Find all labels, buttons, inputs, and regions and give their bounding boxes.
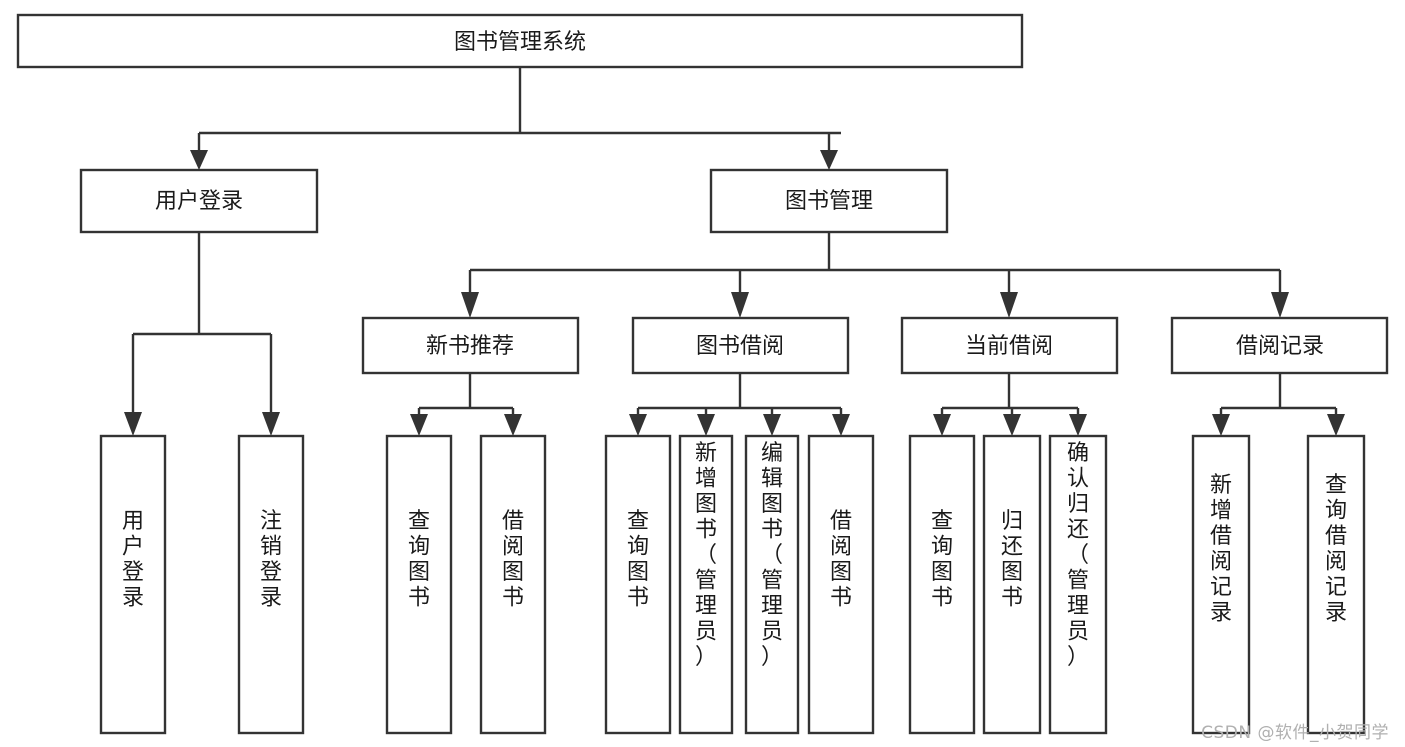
arrow-to-user-login <box>190 150 208 170</box>
node-current-borrow-label: 当前借阅 <box>965 334 1053 359</box>
node-book-borrow[interactable]: 图书借阅 <box>631 316 850 375</box>
arrow-to-leaf-query-book-1 <box>410 414 428 436</box>
node-book-borrow-label: 图书借阅 <box>696 334 784 359</box>
arrow-to-leaf-add-record <box>1212 414 1230 436</box>
node-new-book-rec-box[interactable] <box>361 316 580 375</box>
node-leaf-user-login-box[interactable] <box>99 434 167 735</box>
node-leaf-query-book-3-box[interactable] <box>908 434 976 735</box>
node-leaf-edit-book-box[interactable] <box>744 434 800 735</box>
node-user-login-label: 用户登录 <box>155 189 243 214</box>
node-leaf-borrow-book-1-label: 借阅图书 <box>502 509 524 611</box>
node-current-borrow[interactable]: 当前借阅 <box>900 316 1119 375</box>
connector-book-manage-trunk <box>468 232 1282 292</box>
arrow-to-leaf-add-book <box>697 414 715 436</box>
node-leaf-query-record[interactable]: 查询借阅记录 <box>1306 434 1366 735</box>
node-book-manage-box[interactable] <box>709 168 949 234</box>
connector-layer <box>124 67 1345 436</box>
arrow-to-leaf-logout <box>262 412 280 436</box>
arrow-to-borrow-record <box>1271 292 1289 318</box>
node-leaf-return-book[interactable]: 归还图书 <box>982 434 1042 735</box>
node-leaf-query-book-3-label: 查询图书 <box>931 509 953 611</box>
arrow-to-leaf-query-book-3 <box>933 414 951 436</box>
arrow-to-new-book-rec <box>461 292 479 318</box>
node-new-book-rec[interactable]: 新书推荐 <box>361 316 580 375</box>
node-leaf-query-book-1[interactable]: 查询图书 <box>385 434 453 735</box>
node-leaf-query-record-label: 查询借阅记录 <box>1325 473 1347 626</box>
connector-root-trunk <box>197 67 841 150</box>
node-leaf-add-book-label: 新增图书（管理员） <box>695 441 717 670</box>
connector-user-login-trunk <box>131 232 273 412</box>
node-leaf-confirm-return-label: 确认归还（管理员） <box>1067 441 1089 670</box>
node-leaf-add-book-box[interactable] <box>678 434 734 735</box>
arrow-to-leaf-edit-book <box>763 414 781 436</box>
node-leaf-edit-book-label: 编辑图书（管理员） <box>761 441 783 670</box>
node-leaf-logout-box[interactable] <box>237 434 305 735</box>
arrow-to-leaf-user-login <box>124 412 142 436</box>
connector-current-borrow-trunk <box>940 373 1080 414</box>
node-leaf-query-book-1-box[interactable] <box>385 434 453 735</box>
node-leaf-add-record-box[interactable] <box>1191 434 1251 735</box>
node-new-book-rec-label: 新书推荐 <box>426 334 514 359</box>
node-leaf-query-book-2-label: 查询图书 <box>627 509 649 611</box>
arrow-to-leaf-confirm-return <box>1069 414 1087 436</box>
node-root-box[interactable] <box>16 13 1024 69</box>
node-leaf-edit-book[interactable]: 编辑图书（管理员） <box>744 434 800 735</box>
node-leaf-return-book-label: 归还图书 <box>1001 509 1023 611</box>
node-leaf-query-book-2[interactable]: 查询图书 <box>604 434 672 735</box>
node-leaf-logout-label: 注销登录 <box>260 509 282 611</box>
arrow-to-leaf-borrow-book-1 <box>504 414 522 436</box>
node-leaf-borrow-book-1[interactable]: 借阅图书 <box>479 434 547 735</box>
node-leaf-confirm-return-box[interactable] <box>1048 434 1108 735</box>
node-root[interactable]: 图书管理系统 <box>16 13 1024 69</box>
node-borrow-record-box[interactable] <box>1170 316 1389 375</box>
node-root-label: 图书管理系统 <box>454 30 586 55</box>
node-leaf-query-record-box[interactable] <box>1306 434 1366 735</box>
node-user-login[interactable]: 用户登录 <box>79 168 319 234</box>
leaf-layer: 用户登录 注销登录 查询图书 借阅图书 查询图书 新增图书（管理员） <box>99 434 1366 735</box>
arrow-to-book-manage <box>820 150 838 170</box>
connector-new-book-rec-trunk <box>417 373 515 414</box>
connector-borrow-record-trunk <box>1219 373 1338 414</box>
arrow-to-current-borrow <box>1000 292 1018 318</box>
node-leaf-query-book-2-box[interactable] <box>604 434 672 735</box>
node-leaf-user-login[interactable]: 用户登录 <box>99 434 167 735</box>
node-leaf-query-book-1-label: 查询图书 <box>408 509 430 611</box>
node-user-login-box[interactable] <box>79 168 319 234</box>
node-borrow-record[interactable]: 借阅记录 <box>1170 316 1389 375</box>
node-leaf-query-book-3[interactable]: 查询图书 <box>908 434 976 735</box>
node-leaf-logout[interactable]: 注销登录 <box>237 434 305 735</box>
node-current-borrow-box[interactable] <box>900 316 1119 375</box>
node-leaf-add-record[interactable]: 新增借阅记录 <box>1191 434 1251 735</box>
connector-book-borrow-trunk <box>636 373 843 414</box>
node-leaf-add-book[interactable]: 新增图书（管理员） <box>678 434 734 735</box>
node-borrow-record-label: 借阅记录 <box>1236 334 1324 359</box>
arrow-to-leaf-query-record <box>1327 414 1345 436</box>
node-leaf-borrow-book-1-box[interactable] <box>479 434 547 735</box>
node-book-borrow-box[interactable] <box>631 316 850 375</box>
node-leaf-return-book-box[interactable] <box>982 434 1042 735</box>
node-leaf-borrow-book-2[interactable]: 借阅图书 <box>807 434 875 735</box>
arrow-to-leaf-return-book <box>1003 414 1021 436</box>
arrow-to-book-borrow <box>731 292 749 318</box>
node-book-manage-label: 图书管理 <box>785 189 873 214</box>
node-leaf-borrow-book-2-label: 借阅图书 <box>830 509 852 611</box>
node-leaf-user-login-label: 用户登录 <box>122 509 144 611</box>
arrow-to-leaf-query-book-2 <box>629 414 647 436</box>
arrow-to-leaf-borrow-book-2 <box>832 414 850 436</box>
node-leaf-borrow-book-2-box[interactable] <box>807 434 875 735</box>
node-leaf-add-record-label: 新增借阅记录 <box>1210 473 1232 626</box>
node-book-manage[interactable]: 图书管理 <box>709 168 949 234</box>
node-leaf-confirm-return[interactable]: 确认归还（管理员） <box>1048 434 1108 735</box>
